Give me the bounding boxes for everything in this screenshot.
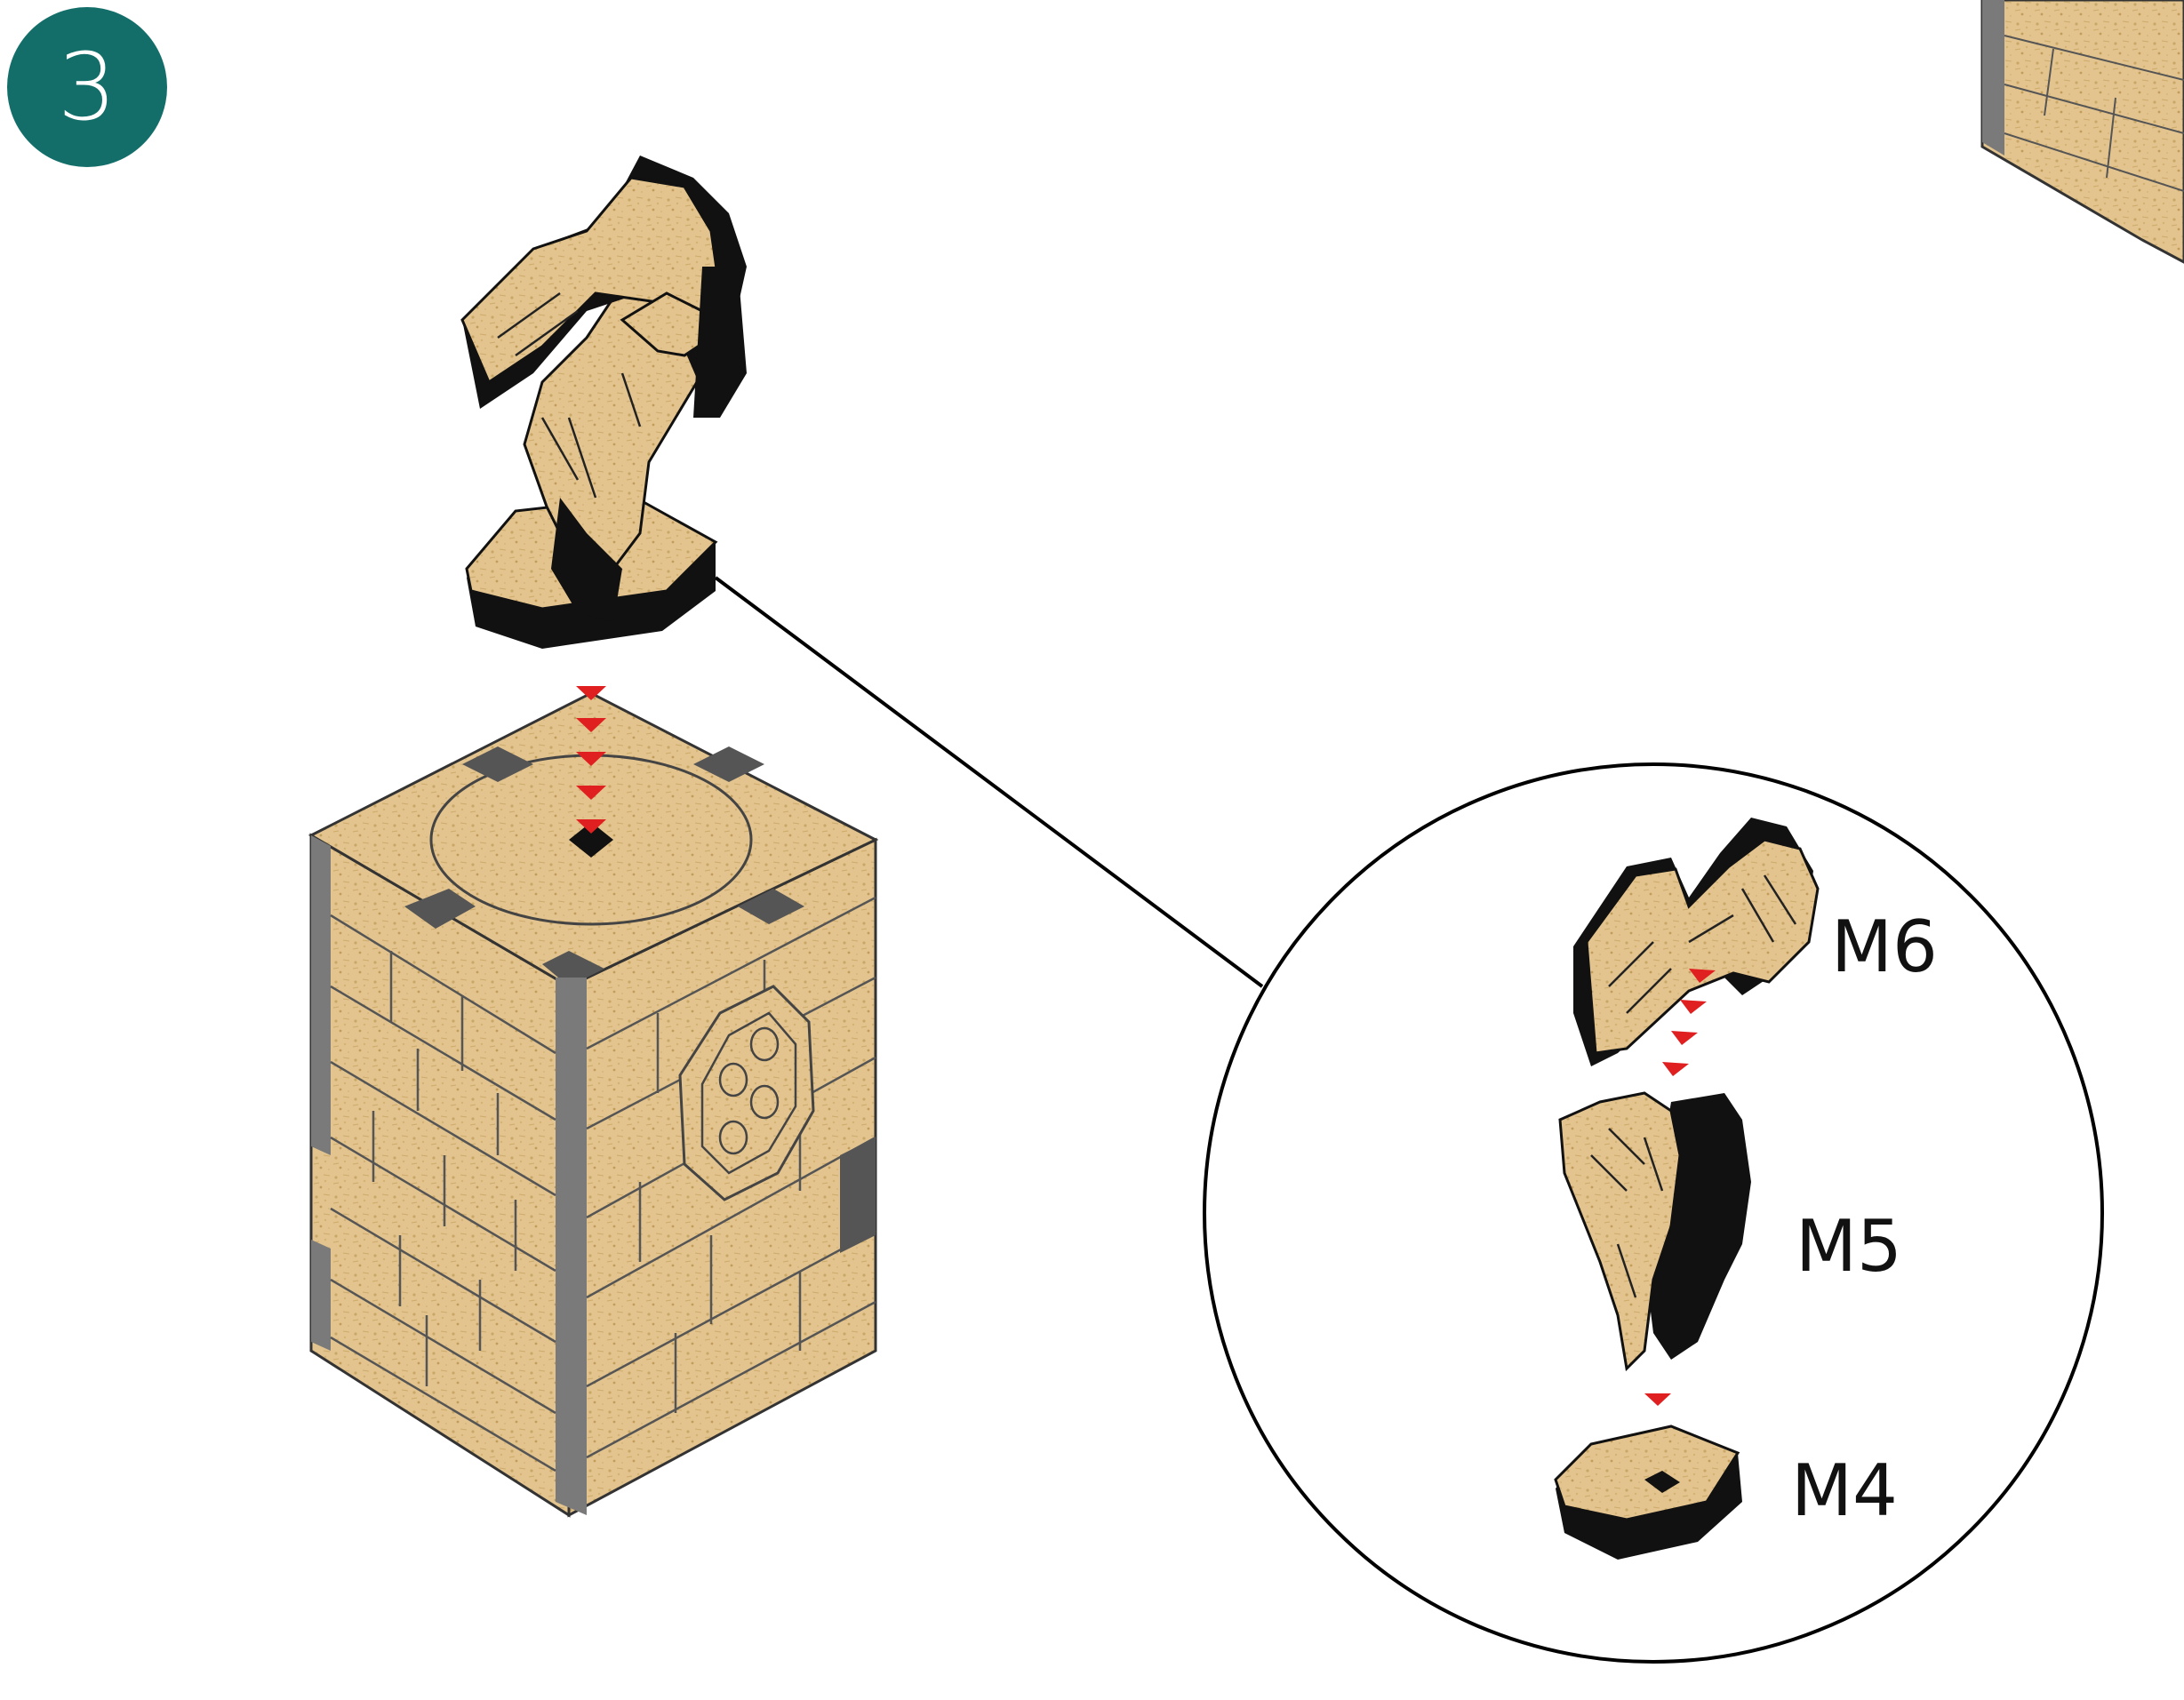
tower-emblem xyxy=(678,985,815,1201)
part-m5-body xyxy=(1558,1091,1751,1372)
callout-leader-line xyxy=(714,576,1264,988)
assembly-arrows-m6-m5 xyxy=(1644,969,1716,1406)
part-m6-wings xyxy=(1573,818,1820,1066)
tower-pillar xyxy=(308,691,879,1518)
label-m4: M4 xyxy=(1791,1449,1898,1532)
step-number: 3 xyxy=(57,33,117,141)
assembly-arrows-main xyxy=(576,686,606,834)
part-m4-base xyxy=(1554,1425,1742,1560)
wall-piece-corner xyxy=(1980,0,2184,264)
gargoyle-figure-assembled xyxy=(460,156,747,649)
label-m6: M6 xyxy=(1831,906,1938,988)
step-number-badge: 3 xyxy=(7,7,167,167)
label-m5: M5 xyxy=(1796,1205,1902,1288)
